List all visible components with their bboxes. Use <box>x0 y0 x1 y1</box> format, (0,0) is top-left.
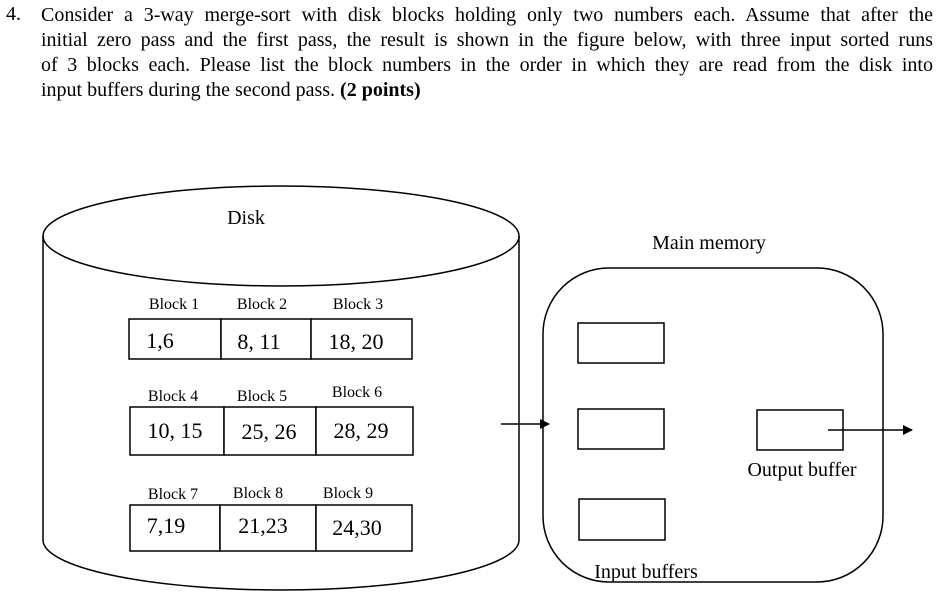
block-box-6 <box>315 406 414 456</box>
question-line-2: initial zero pass and the first pass, th… <box>41 29 933 51</box>
block-box-1 <box>128 318 222 360</box>
input-buffer-1 <box>577 322 665 364</box>
block-value-4: 10, 15 <box>148 418 203 443</box>
block-box-4 <box>129 406 225 456</box>
block-value-9: 24,30 <box>332 515 382 540</box>
block-value-3: 18, 20 <box>329 329 384 354</box>
input-buffer-3 <box>578 498 666 541</box>
question-text: Consider a 3-way merge-sort with disk bl… <box>41 3 933 103</box>
block-box-3 <box>310 318 413 360</box>
block-label-7: Block 7 <box>148 486 198 503</box>
input-buffer-2 <box>577 408 665 450</box>
block-label-5: Block 5 <box>237 388 287 405</box>
main-memory-label: Main memory <box>652 232 766 254</box>
block-label-9: Block 9 <box>323 485 373 502</box>
question-line-4-text: input buffers during the second pass. <box>41 79 336 101</box>
block-label-1: Block 1 <box>149 296 199 313</box>
disk-bottom-arc <box>42 539 520 591</box>
block-value-5: 25, 26 <box>242 419 297 444</box>
block-value-7: 7,19 <box>147 513 186 538</box>
question-line-3: of 3 blocks each. Please list the block … <box>41 54 933 76</box>
block-value-8: 21,23 <box>238 513 288 538</box>
block-box-2 <box>220 318 312 360</box>
input-buffers-label: Input buffers <box>594 561 698 583</box>
question-number: 4. <box>6 3 21 25</box>
block-box-9 <box>315 504 413 552</box>
block-box-8 <box>219 504 317 552</box>
block-label-2: Block 2 <box>237 296 287 313</box>
disk-label: Disk <box>227 207 265 229</box>
question-line-1: Consider a 3-way merge-sort with disk bl… <box>41 4 933 26</box>
block-label-6: Block 6 <box>332 384 382 401</box>
disk-top-ellipse <box>42 185 520 287</box>
disk-cylinder <box>42 185 520 591</box>
block-label-8: Block 8 <box>233 485 283 502</box>
output-buffer-label: Output buffer <box>747 459 856 481</box>
block-value-6: 28, 29 <box>334 418 389 443</box>
block-value-2: 8, 11 <box>237 329 280 354</box>
block-box-5 <box>223 406 317 456</box>
main-memory-box <box>542 267 884 583</box>
block-label-3: Block 3 <box>333 296 383 313</box>
block-box-7 <box>129 504 221 552</box>
block-value-1: 1,6 <box>146 328 174 353</box>
question-points: (2 points) <box>340 79 421 101</box>
question-line-4: input buffers during the second pass. (2… <box>41 78 933 103</box>
block-label-4: Block 4 <box>148 388 198 405</box>
